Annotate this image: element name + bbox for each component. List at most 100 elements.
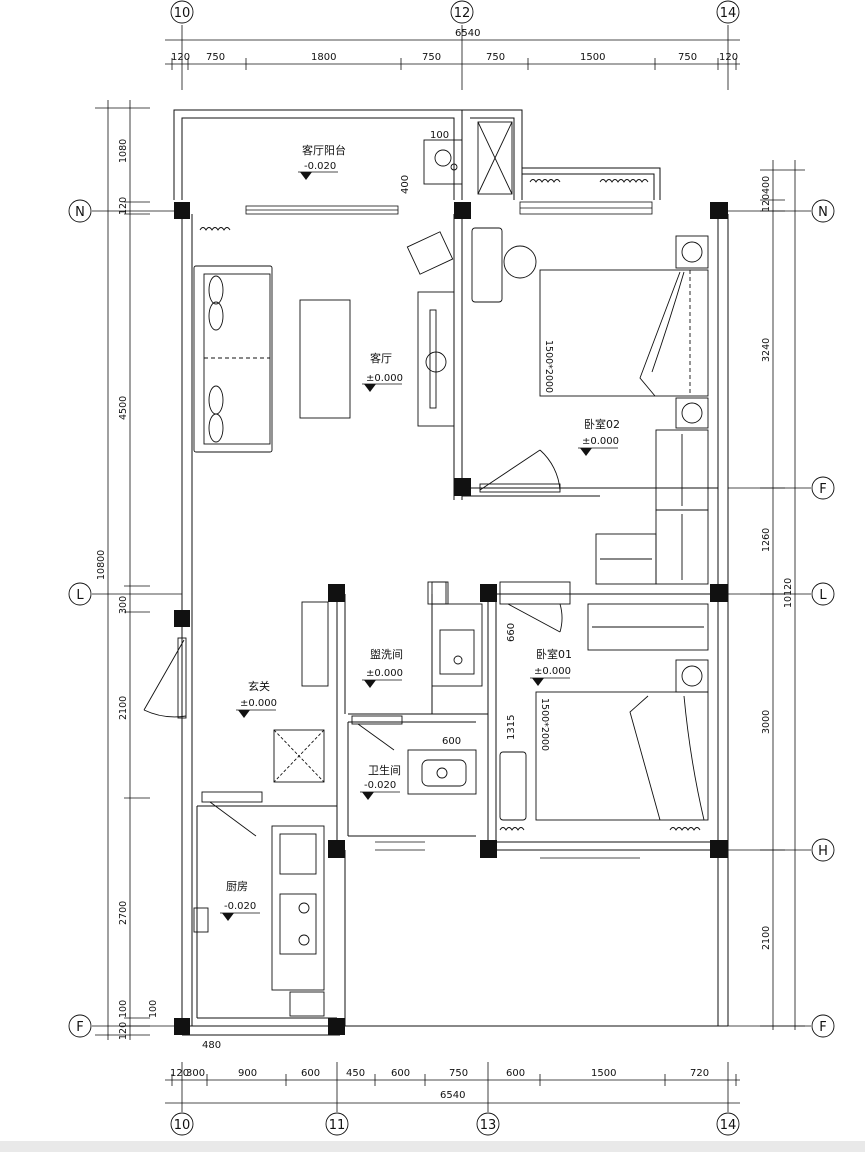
windows (245, 201, 653, 859)
svg-text:10: 10 (174, 6, 191, 21)
dim-100b: 100 (148, 1000, 159, 1018)
bottom-dim-8: 600 (506, 1068, 525, 1079)
svg-text:玄关: 玄关 (248, 679, 270, 693)
dim-400: 400 (400, 175, 411, 194)
bottom-dim-2: 300 (186, 1068, 205, 1079)
brick-icon (431, 581, 447, 605)
top-dim-5: 750 (486, 52, 505, 63)
axis-bubble-top-10: 10 (170, 0, 194, 24)
bottom-dimension-chain (165, 1062, 740, 1112)
right-dim-1: 400 (761, 176, 772, 194)
wardrobe-icon (587, 429, 709, 651)
left-dimension-chain (95, 100, 150, 1040)
axis-bubble-right-F2: F (728, 1014, 835, 1038)
axis-bubble-top-14: 14 (716, 0, 740, 24)
svg-text:10: 10 (174, 1118, 191, 1133)
room-label-bathroom: 卫生间 -0.020 (360, 763, 401, 800)
toilet-icon (407, 749, 477, 795)
coffee-table-icon (299, 299, 351, 419)
left-dim-5: 2100 (118, 696, 129, 720)
top-dim-7: 750 (678, 52, 697, 63)
axis-bubble-right-N: N (728, 199, 835, 223)
bottom-dim-1: 120 (170, 1068, 189, 1079)
top-dim-2: 750 (206, 52, 225, 63)
svg-text:-0.020: -0.020 (364, 780, 396, 791)
svg-text:N: N (75, 205, 85, 220)
bottom-dim-4: 600 (301, 1068, 320, 1079)
room-label-kitchen: 厨房 -0.020 (220, 880, 260, 921)
top-dim-6: 1500 (580, 52, 605, 63)
svg-text:卧室02: 卧室02 (584, 417, 620, 431)
axis-bubble-right-L: L (728, 582, 835, 606)
bedroom01-door-icon (499, 581, 571, 633)
bottom-total-dim: 6540 (440, 1090, 465, 1101)
entry-cabinet-icon (301, 601, 329, 687)
svg-text:14: 14 (720, 1118, 737, 1133)
room-label-bedroom01: 卧室01 ±0.000 (530, 647, 572, 686)
svg-text:±0.000: ±0.000 (240, 698, 277, 709)
left-dim-4: 300 (118, 596, 129, 614)
svg-text:±0.000: ±0.000 (366, 373, 403, 384)
entrance-door-icon (143, 637, 187, 719)
washbasin-icon (427, 581, 483, 687)
room-label-entrance: 玄关 ±0.000 (236, 679, 277, 718)
svg-text:12: 12 (454, 6, 471, 21)
axis-bubble-left-N: N (68, 199, 182, 223)
bed-01-icon (535, 659, 709, 821)
axis-bubble-bottom-11: 11 (325, 1112, 349, 1136)
left-dim-3: 4500 (118, 396, 129, 420)
svg-text:H: H (818, 844, 828, 859)
room-label-balcony: 客厅阳台 -0.020 (298, 143, 346, 180)
bed-02-icon (539, 235, 709, 429)
axis-bubble-left-F: F (68, 1014, 182, 1038)
bedroom01-bench-icon (499, 751, 527, 821)
top-dim-3: 1800 (311, 52, 336, 63)
kitchen-counter-icon (193, 825, 325, 1017)
svg-text:厨房: 厨房 (226, 880, 248, 893)
svg-text:-0.020: -0.020 (304, 161, 336, 172)
right-dim-3: 3240 (761, 338, 772, 362)
room-label-washroom: 盥洗间 ±0.000 (362, 648, 403, 688)
left-dim-2: 120 (118, 197, 129, 215)
svg-text:卫生间: 卫生间 (368, 763, 401, 777)
svg-text:13: 13 (480, 1118, 497, 1133)
dim-600: 600 (442, 736, 461, 747)
svg-text:L: L (819, 588, 827, 603)
top-dim-4: 750 (422, 52, 441, 63)
bottom-dim-9: 1500 (591, 1068, 616, 1079)
svg-text:N: N (818, 205, 828, 220)
axis-bubble-right-F1: F (728, 476, 835, 500)
left-dim-8: 120 (118, 1022, 129, 1040)
svg-text:盥洗间: 盥洗间 (370, 648, 403, 661)
right-dim-6: 2100 (761, 926, 772, 950)
svg-text:卧室01: 卧室01 (536, 647, 572, 661)
bed-02-size: 1500*2000 (543, 340, 554, 393)
svg-text:客厅: 客厅 (370, 351, 392, 365)
curtains (199, 179, 701, 831)
kitchen-door-icon (201, 791, 263, 837)
svg-text:14: 14 (720, 6, 737, 21)
svg-text:客厅阳台: 客厅阳台 (302, 143, 346, 157)
right-dim-4: 1260 (761, 528, 772, 552)
bed-01-size: 1500*2000 (539, 698, 550, 751)
bottom-dim-7: 750 (449, 1068, 468, 1079)
axis-bubble-right-H: H (728, 838, 835, 862)
tv-cabinet-icon (417, 291, 455, 427)
left-total-dim: 10800 (96, 550, 107, 580)
left-dim-6: 2700 (118, 901, 129, 925)
bottom-dim-6: 600 (391, 1068, 410, 1079)
bathroom-door-icon (351, 715, 403, 751)
bottom-dim-3: 900 (238, 1068, 257, 1079)
top-total-dim: 6540 (455, 28, 480, 39)
svg-text:F: F (819, 482, 826, 497)
structural-columns (174, 202, 728, 1035)
shoe-rack-icon (273, 729, 325, 783)
left-dim-1: 1080 (118, 139, 129, 163)
svg-text:F: F (76, 1020, 83, 1035)
axis-bubble-bottom-13: 13 (476, 1112, 500, 1136)
dim-660: 660 (506, 623, 517, 642)
living-door-icon (406, 227, 537, 303)
svg-text:-0.020: -0.020 (224, 901, 256, 912)
dim-100: 100 (430, 130, 449, 141)
